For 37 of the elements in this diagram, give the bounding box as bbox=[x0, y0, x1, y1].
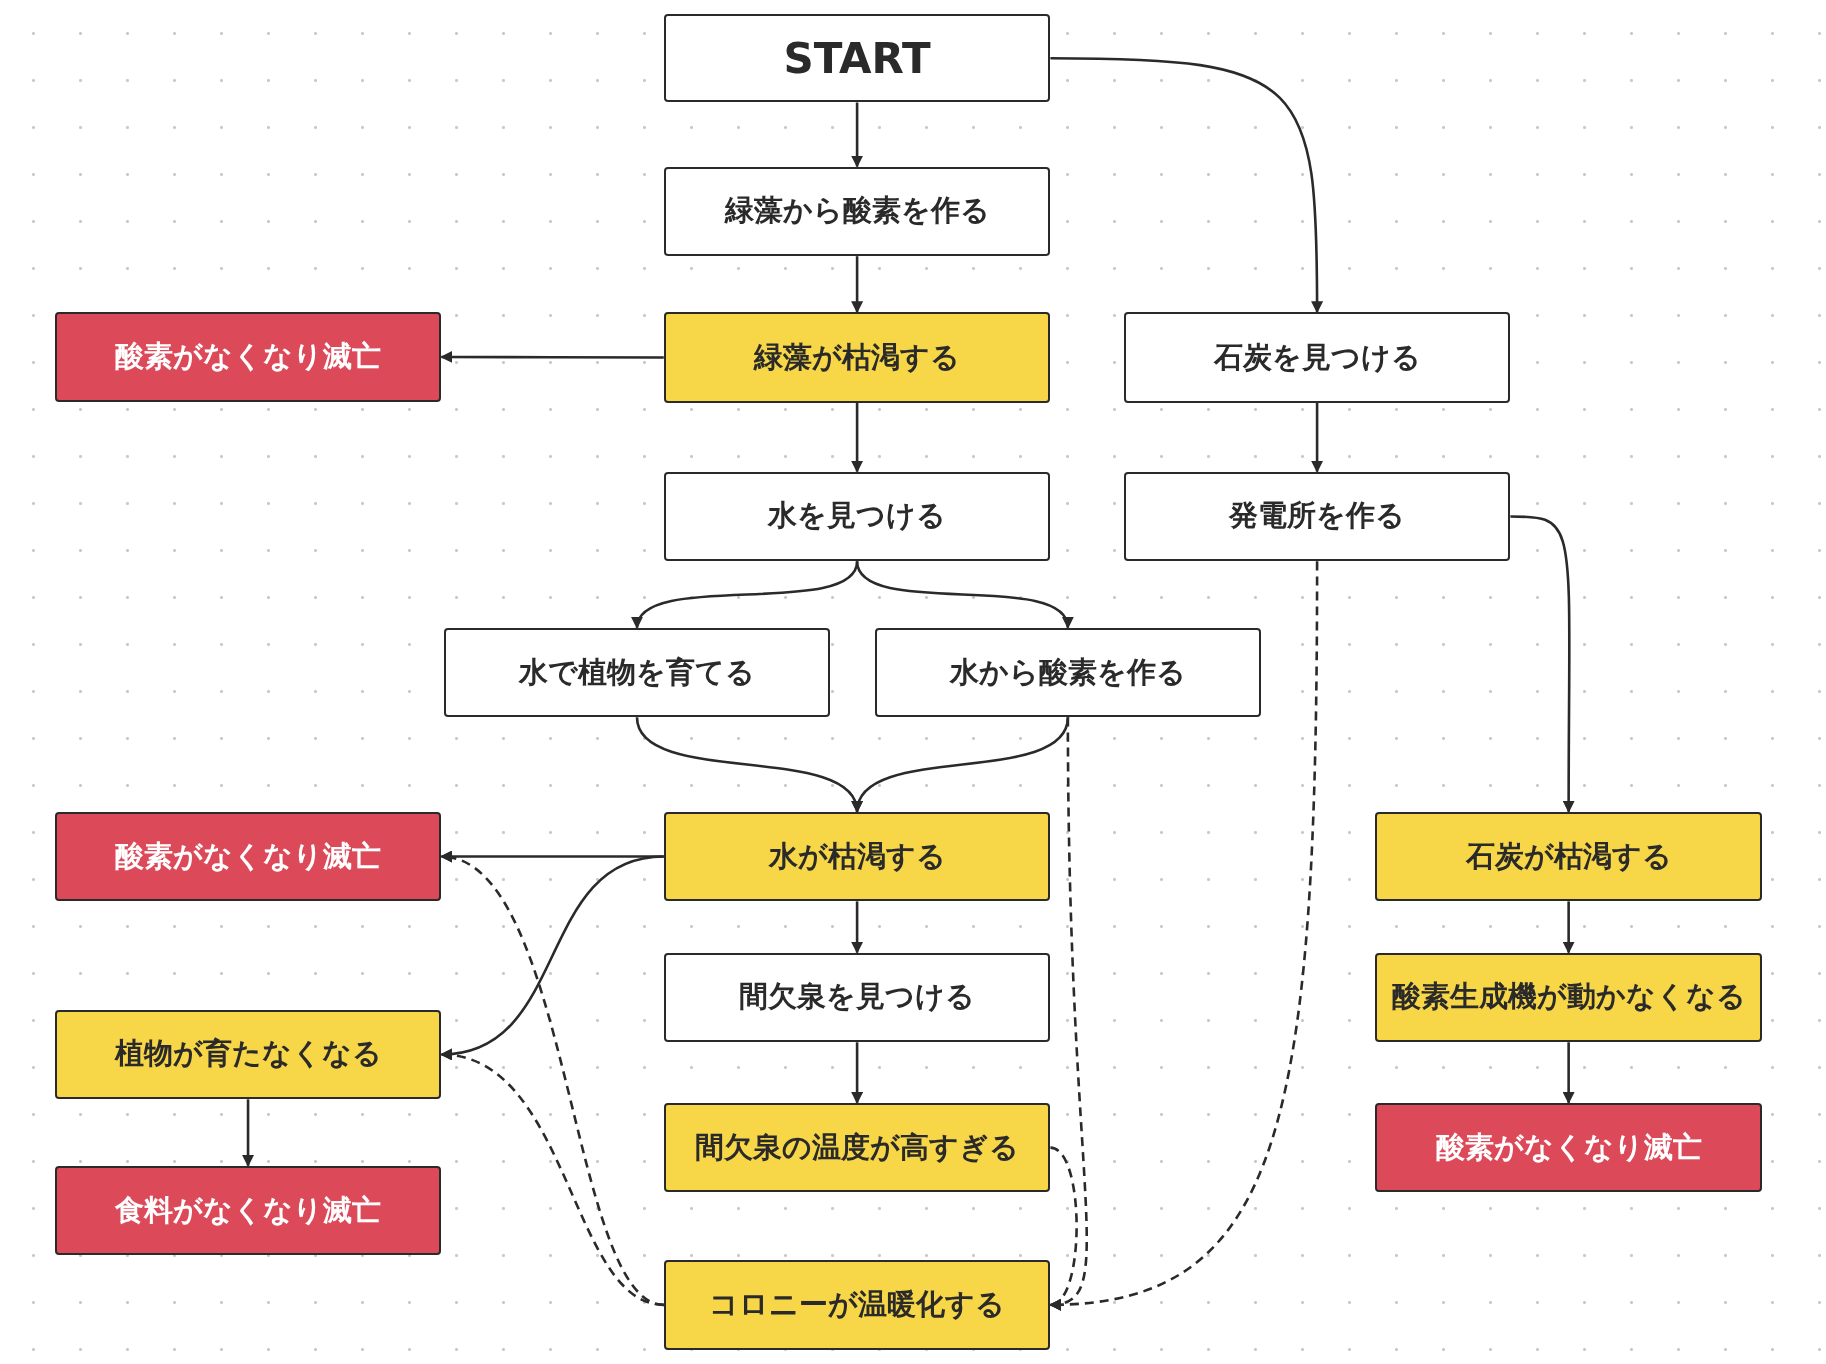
process-box: 水から酸素を作る bbox=[874, 627, 1262, 718]
arrow bbox=[1562, 1042, 1575, 1104]
warning-box: 水が枯渇する bbox=[663, 811, 1051, 902]
arrow bbox=[1562, 901, 1575, 954]
arrow bbox=[851, 102, 864, 168]
warning-box: 緑藻が枯渇する bbox=[663, 312, 1051, 403]
process-box: 石炭を見つける bbox=[1123, 312, 1511, 403]
process-box: 緑藻から酸素を作る bbox=[663, 166, 1051, 257]
warning-box: コロニーが温暖化する bbox=[663, 1260, 1051, 1350]
outcome-box: 酸素がなくなり滅亡 bbox=[54, 312, 442, 402]
process-box: 水で植物を育てる bbox=[443, 627, 831, 718]
process-box: 発電所を作る bbox=[1123, 471, 1511, 562]
outcome-box: 酸素がなくなり滅亡 bbox=[54, 811, 442, 902]
warning-box: 酸素生成機が動かなくなる bbox=[1375, 952, 1762, 1043]
arrow bbox=[440, 1050, 665, 1307]
arrow bbox=[855, 560, 1071, 629]
process-box: 間欠泉を見つける bbox=[663, 952, 1051, 1043]
arrow bbox=[1049, 561, 1319, 1311]
outcome-box: 食料がなくなり滅亡 bbox=[54, 1165, 442, 1256]
arrow bbox=[1050, 56, 1323, 314]
arrow bbox=[851, 901, 864, 954]
process-box: 水を見つける bbox=[663, 471, 1051, 562]
arrow bbox=[1510, 515, 1575, 813]
arrow bbox=[854, 717, 1070, 813]
arrow bbox=[440, 350, 664, 363]
arrow bbox=[440, 853, 665, 1307]
start-box: START bbox=[663, 13, 1051, 103]
arrow bbox=[851, 1042, 864, 1104]
warning-box: 植物が育たなくなる bbox=[54, 1009, 442, 1100]
arrow bbox=[851, 402, 864, 473]
arrow bbox=[851, 256, 864, 314]
arrow bbox=[242, 1099, 255, 1167]
outcome-box: 酸素がなくなり滅亡 bbox=[1375, 1102, 1762, 1193]
warning-box: 間欠泉の温度が高すぎる bbox=[663, 1102, 1051, 1193]
arrow bbox=[1311, 402, 1324, 473]
arrow bbox=[440, 855, 664, 1059]
warning-box: 石炭が枯渇する bbox=[1375, 811, 1762, 902]
